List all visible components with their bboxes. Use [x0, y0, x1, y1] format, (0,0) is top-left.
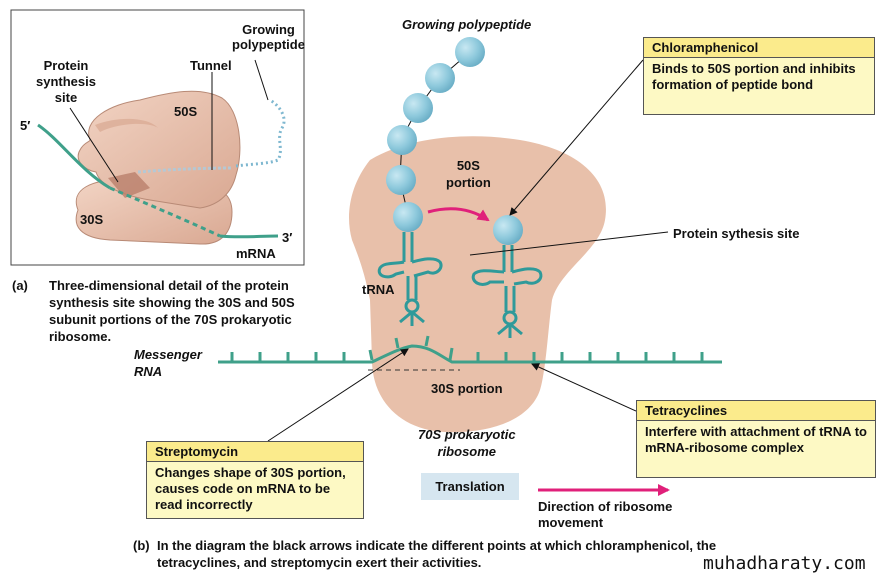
caption-b: (b) In the diagram the black arrows indi… — [133, 537, 773, 571]
caption-a-tag: (a) — [12, 278, 28, 293]
polypeptide-chain-3d — [235, 98, 286, 168]
label-direction: Direction of ribosome movement — [538, 499, 673, 530]
box-chloramphenicol: Chloramphenicol Binds to 50S portion and… — [643, 37, 875, 115]
arrow-streptomycin — [267, 348, 409, 442]
label-tunnel: Tunnel — [190, 58, 232, 73]
label-trna: tRNA — [362, 282, 395, 297]
amino-acid-bead — [386, 165, 416, 195]
arrow-protein-synthesis-site — [469, 231, 669, 256]
amino-acid-bead — [387, 125, 417, 155]
label-50s: 50S — [174, 104, 198, 119]
box-streptomycin-desc: Changes shape of 30S portion, causes cod… — [155, 465, 346, 512]
label-mrna: mRNA — [236, 246, 276, 261]
label-50s-portion: 50S portion — [446, 158, 491, 190]
trna-right — [471, 245, 543, 338]
peptide-transfer-arrow — [427, 207, 490, 222]
amino-acid-bead — [455, 37, 485, 67]
arrow-chloramphenicol — [509, 59, 644, 216]
messenger-rna — [218, 335, 722, 364]
amino-acid-bead-acceptor — [493, 215, 523, 245]
box-streptomycin-title: Streptomycin — [147, 442, 363, 462]
label-3-prime: 3′ — [282, 230, 293, 245]
caption-a: (a) Three-dimensional detail of the prot… — [12, 277, 332, 345]
label-protein-synthesis-site-a: Protein synthesis site — [36, 58, 96, 105]
label-protein-synthesis-site-b: Protein sythesis site — [673, 226, 800, 241]
label-5-prime: 5′ — [20, 118, 31, 133]
mrna-strand-3d — [37, 123, 111, 190]
amino-acid-bead — [393, 202, 423, 232]
caption-b-tag: (b) — [133, 538, 150, 553]
arrow-tetracyclines — [531, 363, 637, 412]
box-streptomycin: Streptomycin Changes shape of 30S portio… — [146, 441, 364, 519]
box-chloramphenicol-desc: Binds to 50S portion and inhibits format… — [652, 61, 856, 92]
translation-label: Translation — [421, 473, 519, 500]
label-messenger-rna: Messenger RNA — [134, 347, 202, 379]
trna-left — [377, 232, 443, 326]
box-tetracyclines: Tetracyclines Interfere with attachment … — [636, 400, 876, 478]
box-tetracyclines-desc: Interfere with attachment of tRNA to mRN… — [645, 424, 867, 455]
label-growing-polypeptide-b: Growing polypeptide — [402, 17, 532, 32]
caption-b-text: In the diagram the black arrows indicate… — [157, 538, 717, 570]
amino-acid-bead — [425, 63, 455, 93]
watermark: muhadharaty.com — [703, 553, 866, 574]
label-70s-ribosome: 70S prokaryotic ribosome — [418, 427, 516, 459]
box-chloramphenicol-title: Chloramphenicol — [644, 38, 874, 58]
label-30s: 30S — [80, 212, 104, 227]
caption-a-text: Three-dimensional detail of the protein … — [49, 278, 295, 344]
amino-acid-bead — [403, 93, 433, 123]
label-growing-polypeptide-a: Growing polypeptide — [232, 22, 305, 52]
box-tetracyclines-title: Tetracyclines — [637, 401, 875, 421]
label-30s-portion: 30S portion — [431, 381, 503, 396]
